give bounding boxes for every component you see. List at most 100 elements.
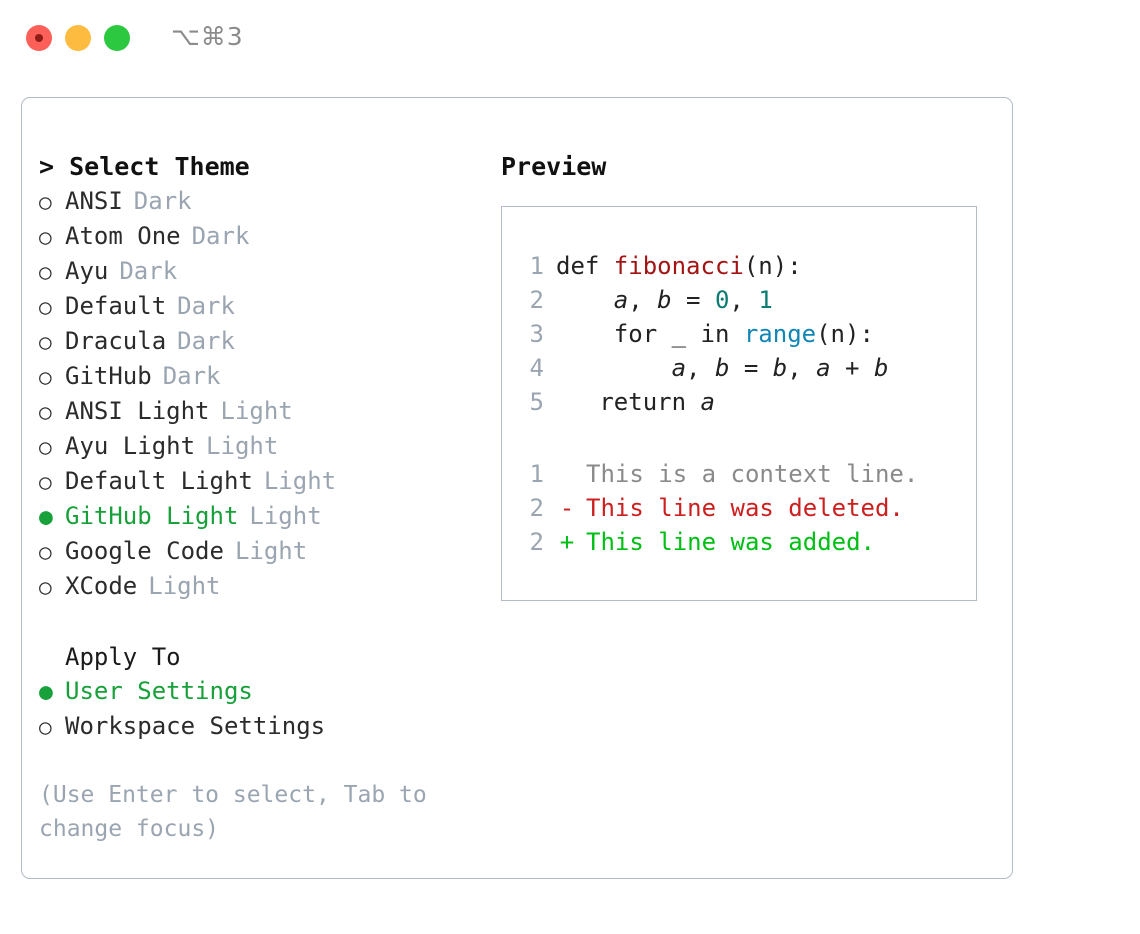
code-token: , — [729, 286, 759, 314]
page-title: > Select Theme — [39, 152, 250, 181]
radio-unselected-icon[interactable]: ○ — [39, 400, 52, 424]
diff-sign: + — [559, 528, 575, 556]
close-button[interactable] — [26, 25, 52, 51]
theme-item-variant: Dark — [162, 362, 221, 390]
apply-to-section: Apply To ● User Settings ○Workspace Settin… — [39, 640, 479, 744]
radio-unselected-icon[interactable]: ○ — [39, 260, 52, 284]
code-token: , — [686, 354, 715, 382]
diff-line-number: 2 — [529, 528, 544, 556]
radio-unselected-icon[interactable]: ○ — [39, 470, 52, 494]
theme-item-name: ANSI — [65, 187, 123, 215]
line-number: 4 — [529, 354, 544, 382]
radio-selected-icon[interactable]: ● — [39, 504, 53, 530]
apply-to-list[interactable]: ● User Settings ○Workspace Settings — [39, 674, 479, 744]
code-token: (n): — [816, 320, 874, 348]
code-line-content: for _ in range(n): — [556, 317, 874, 351]
zoom-button[interactable] — [104, 25, 130, 51]
code-line: 4 a, b = b, a + b — [514, 351, 889, 385]
diff-sample: 1 This is a context line.2-This line was… — [514, 457, 919, 559]
code-line-content: return a — [556, 385, 715, 419]
diff-line-context: 1 This is a context line. — [514, 457, 919, 491]
line-number: 1 — [529, 252, 544, 280]
code-line-content: a, b = 0, 1 — [556, 283, 773, 317]
line-number: 3 — [529, 320, 544, 348]
keyboard-hint-line-2: change focus) — [39, 816, 220, 842]
radio-unselected-icon[interactable]: ○ — [39, 225, 52, 249]
code-line: 5 return a — [514, 385, 888, 419]
code-token-variable: b — [714, 354, 730, 382]
apply-to-item-label: User Settings — [65, 677, 253, 705]
diff-line-number: 1 — [529, 460, 544, 488]
title-bar: ⌥⌘3 — [0, 0, 1140, 76]
radio-unselected-icon[interactable]: ○ — [39, 715, 52, 739]
preview-title: Preview — [501, 152, 607, 181]
minimize-button[interactable] — [65, 25, 91, 51]
theme-item-name: GitHub Light — [65, 502, 239, 530]
diff-line-deleted: 2-This line was deleted. — [514, 491, 918, 525]
apply-to-item[interactable]: ● User Settings — [39, 674, 479, 709]
radio-unselected-icon[interactable]: ○ — [39, 295, 52, 319]
code-token-variable: b — [772, 354, 788, 382]
code-token-variable: a — [613, 286, 629, 314]
diff-line-text: This is a context line. — [586, 460, 919, 488]
theme-item-variant: Dark — [133, 187, 192, 215]
radio-unselected-icon[interactable]: ○ — [39, 435, 52, 459]
code-line: 3 for _ in range(n): — [514, 317, 888, 351]
theme-item-name: Default Light — [65, 467, 253, 495]
theme-item-name: Ayu — [65, 257, 109, 285]
theme-item-name: GitHub — [65, 362, 152, 390]
code-line-content: def fibonacci(n): — [556, 249, 802, 283]
theme-item-variant: Light — [249, 502, 322, 530]
keyboard-hint-line-1: (Use Enter to select, Tab to — [39, 782, 427, 808]
code-line: 1 def fibonacci(n): — [514, 249, 888, 283]
code-token-builtin: range — [743, 320, 817, 348]
code-token: return — [556, 388, 701, 416]
diff-sign: - — [559, 494, 575, 522]
radio-unselected-icon[interactable]: ○ — [39, 575, 52, 599]
apply-to-title: Apply To — [65, 643, 181, 671]
radio-unselected-icon[interactable]: ○ — [39, 190, 52, 214]
theme-item[interactable]: ○ GitHub Dark — [39, 359, 479, 394]
theme-item-variant: Dark — [191, 222, 250, 250]
code-line: 2 a, b = 0, 1 — [514, 283, 888, 317]
theme-item[interactable]: ○ ANSI Dark — [39, 184, 479, 219]
diff-line-added: 2 + This line was added. — [514, 525, 918, 559]
theme-item-name: ANSI Light — [65, 397, 210, 425]
radio-unselected-icon[interactable]: ○ — [39, 330, 52, 354]
code-token: , — [787, 354, 817, 382]
code-token: (n): — [743, 252, 802, 280]
theme-item-variant: Dark — [177, 292, 235, 320]
keyboard-hint: (Use Enter to select, Tab to change focu… — [39, 778, 459, 846]
code-token: for _ in — [556, 320, 744, 348]
radio-unselected-icon[interactable]: ○ — [39, 540, 52, 564]
code-token-variable: b — [657, 286, 672, 314]
theme-item-name: Ayu Light — [65, 432, 196, 460]
line-number: 5 — [529, 388, 544, 416]
diff-line-text: This line was added. — [586, 528, 875, 556]
theme-item[interactable]: ● GitHub Light Light — [39, 499, 479, 534]
radio-selected-icon[interactable]: ● — [39, 679, 53, 705]
apply-to-item[interactable]: ○Workspace Settings — [39, 709, 479, 744]
traffic-lights — [26, 25, 130, 51]
code-token-variable: b — [873, 354, 889, 382]
keyboard-shortcut-label: ⌥⌘3 — [171, 22, 244, 51]
diff-line-number: 2 — [529, 494, 544, 522]
radio-unselected-icon[interactable]: ○ — [39, 365, 52, 389]
code-token: = — [671, 286, 715, 314]
